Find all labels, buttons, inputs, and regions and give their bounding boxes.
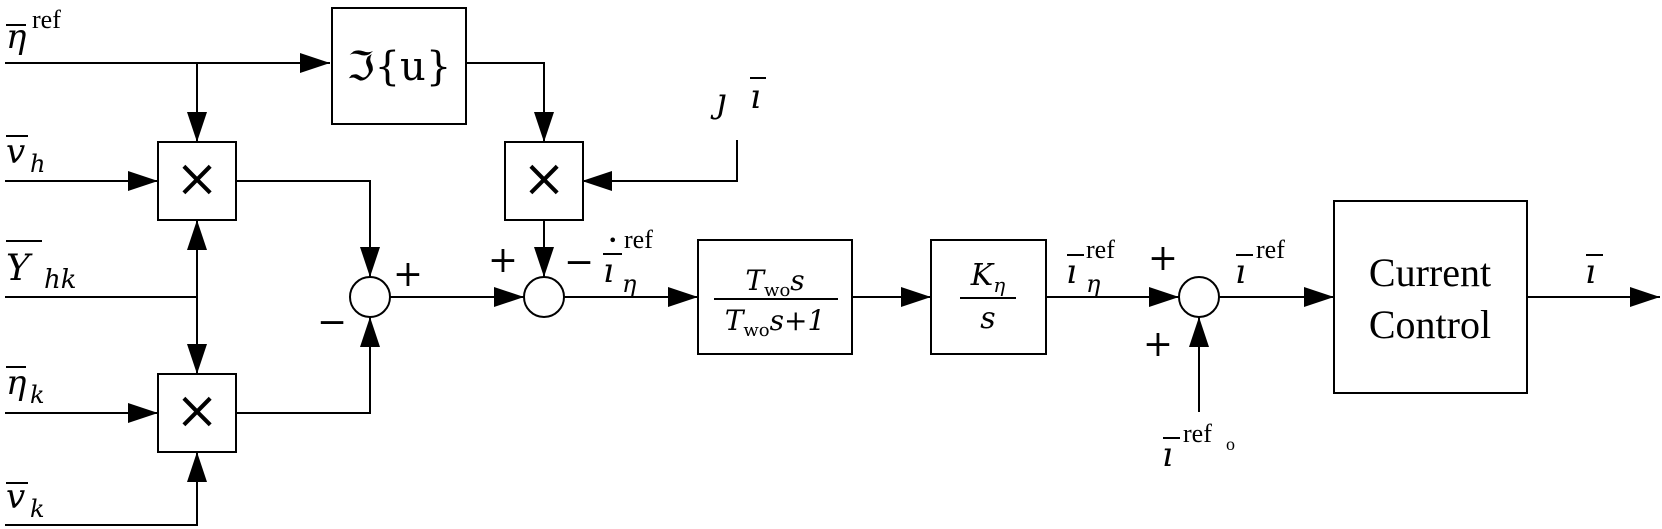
wire-imag-out: [466, 62, 554, 142]
label-i-ref: ı ref: [1235, 235, 1285, 292]
current-control-line2: Control: [1369, 302, 1491, 347]
svg-text:η: η: [1086, 270, 1101, 298]
label-eta-ref: η ref: [6, 5, 61, 57]
wire-v-k: [5, 452, 207, 526]
imag-block[interactable]: ℑ{u}: [331, 7, 467, 125]
washout-block[interactable]: Twos Twos+1: [697, 239, 853, 355]
label-i-eta-ref: ı ref η: [1066, 235, 1115, 298]
label-v-k: v k: [6, 477, 45, 523]
svg-text:•: •: [608, 231, 617, 250]
integrator-denominator: s: [980, 301, 995, 336]
svg-text:v: v: [6, 477, 25, 517]
label-eta-k: η k: [6, 363, 45, 409]
svg-text:ref: ref: [1183, 419, 1212, 448]
svg-text:ȷ: ȷ: [710, 81, 727, 121]
wire-mult1-out: [236, 180, 380, 277]
sign-plus-sum1: +: [393, 254, 423, 295]
sign-minus-sum2: −: [564, 242, 594, 283]
svg-text:η: η: [622, 270, 637, 298]
svg-text:ref: ref: [1086, 235, 1115, 264]
washout-numerator: Twos: [745, 264, 804, 301]
label-y-hk: Y hk: [6, 240, 77, 295]
sum-junction-2[interactable]: [523, 276, 565, 318]
svg-text:η: η: [6, 363, 27, 403]
multiplier-3[interactable]: ×: [504, 141, 584, 221]
wire-mult2-out: [236, 317, 380, 414]
svg-text:ı: ı: [1162, 435, 1173, 475]
label-idot-ref: • ı ref η: [603, 225, 653, 298]
label-i-out: ı: [1585, 252, 1603, 292]
svg-text:ref: ref: [1256, 235, 1285, 264]
svg-text:ı: ı: [603, 251, 614, 291]
sign-minus-sum1: −: [317, 302, 347, 343]
svg-text:ı: ı: [1235, 252, 1246, 292]
multiply-icon: ×: [522, 149, 566, 209]
svg-text:Y: Y: [6, 248, 33, 289]
svg-text:k: k: [30, 381, 45, 409]
sum-junction-1[interactable]: [349, 276, 391, 318]
multiplier-2[interactable]: ×: [157, 373, 237, 453]
multiply-icon: ×: [175, 381, 219, 441]
svg-text:o: o: [1226, 434, 1235, 454]
label-i-ref-o: ı ref o: [1162, 419, 1235, 475]
svg-text:ı: ı: [1585, 252, 1596, 292]
svg-text:k: k: [30, 495, 45, 523]
integrator-numerator: Kη: [970, 258, 1005, 297]
washout-denominator: Twos+1: [725, 304, 826, 341]
imag-label: ℑ{u}: [347, 44, 452, 90]
wires: [5, 53, 1660, 526]
svg-text:ref: ref: [32, 5, 61, 34]
sign-plus-sum2: +: [488, 240, 518, 281]
svg-text:ı: ı: [1066, 252, 1077, 292]
label-v-h: v h: [6, 132, 45, 178]
multiply-icon: ×: [175, 149, 219, 209]
current-control-line1: Current: [1369, 250, 1491, 295]
sign-plus-sum3-bottom: +: [1143, 324, 1173, 365]
label-j-i: ȷ ı: [710, 77, 766, 121]
integrator-block[interactable]: Kη s: [930, 239, 1047, 355]
svg-text:ı: ı: [750, 77, 761, 117]
sum-junction-3[interactable]: [1178, 276, 1220, 318]
svg-text:hk: hk: [44, 265, 77, 295]
current-control-block[interactable]: Current Control: [1333, 200, 1528, 394]
svg-text:ref: ref: [624, 225, 653, 254]
multiplier-1[interactable]: ×: [157, 141, 237, 221]
svg-text:η: η: [6, 17, 27, 57]
svg-text:h: h: [30, 150, 45, 178]
svg-text:v: v: [6, 132, 25, 172]
wire-j-i: [582, 140, 738, 191]
sign-plus-sum3-top: +: [1148, 238, 1178, 279]
